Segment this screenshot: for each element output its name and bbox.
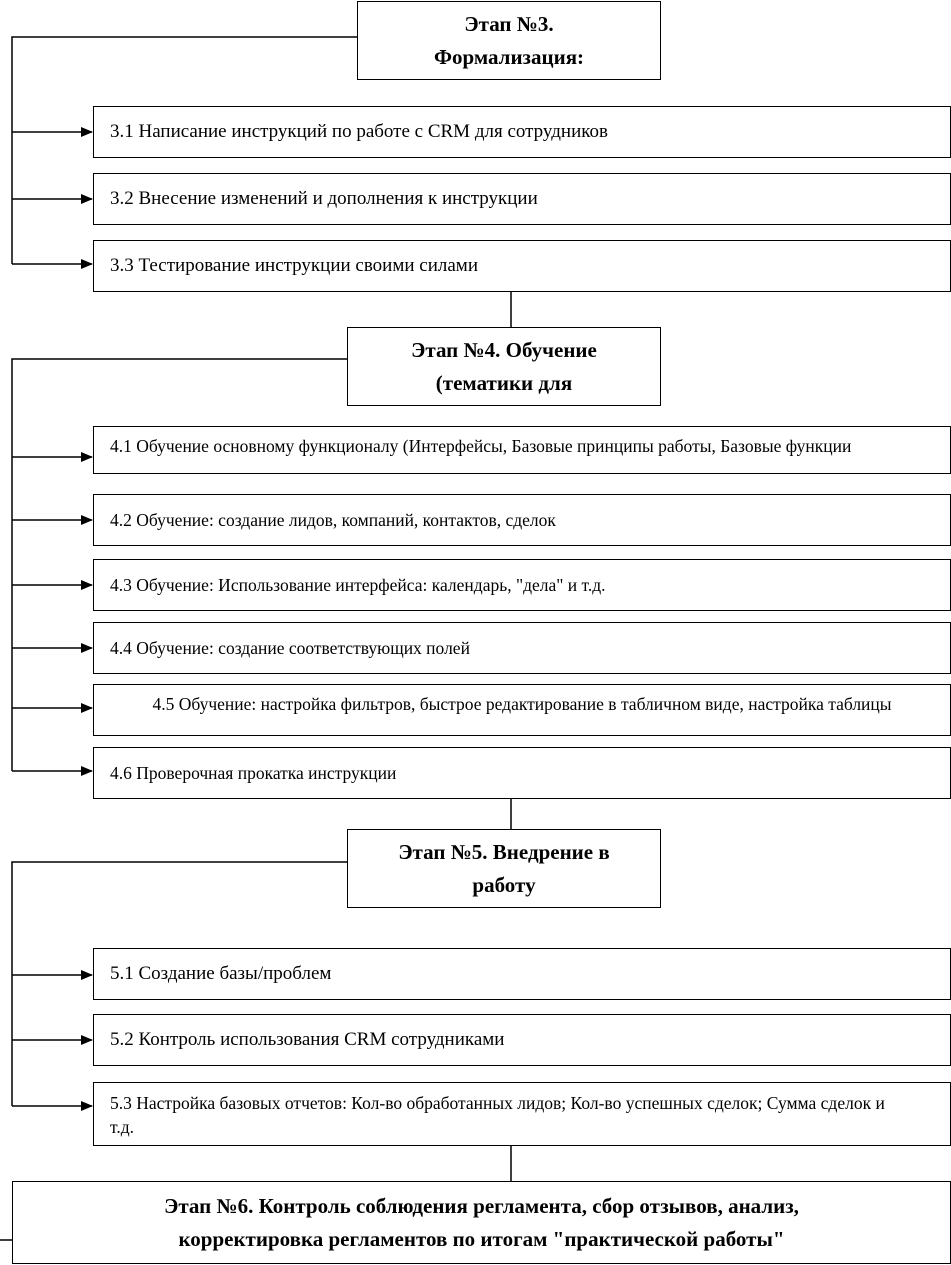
stage-5-box: Этап №5. Внедрение в работу	[347, 829, 661, 908]
step-5-1-label: 5.1 Создание базы/проблем	[110, 963, 332, 984]
step-4-3-label: 4.3 Обучение: Использование интерфейса: …	[110, 574, 606, 595]
stage-3-title-line-2: Формализация:	[433, 44, 585, 69]
step-4-1-label: 4.1 Обучение основному функционалу (Инте…	[110, 436, 852, 456]
stage-3-title-line-1: Этап №3.	[464, 11, 554, 36]
step-5-2-box: 5.2 Контроль использования CRM сотрудник…	[93, 1014, 951, 1066]
step-3-1-label: 3.1 Написание инструкций по работе с CRM…	[110, 121, 608, 142]
step-5-3-box: 5.3 Настройка базовых отчетов: Кол-во об…	[93, 1082, 951, 1146]
step-3-3-box: 3.3 Тестирование инструкции своими силам…	[93, 240, 951, 292]
stage-3-box: Этап №3. Формализация:	[357, 1, 661, 80]
step-4-4-label: 4.4 Обучение: создание соответствующих п…	[110, 637, 470, 658]
step-5-1-box: 5.1 Создание базы/проблем	[93, 948, 951, 1000]
step-3-2-label: 3.2 Внесение изменений и дополнения к ин…	[110, 188, 538, 209]
stage-4-title-line-1: Этап №4. Обучение	[411, 337, 597, 362]
stage-6-title-line-1: Этап №6. Контроль соблюдения регламента,…	[164, 1193, 799, 1218]
step-4-5-label: 4.5 Обучение: настройка фильтров, быстро…	[152, 694, 892, 714]
step-4-4-box: 4.4 Обучение: создание соответствующих п…	[93, 622, 951, 674]
stage-5-title-line-2: работу	[472, 872, 536, 897]
step-3-1-box: 3.1 Написание инструкций по работе с CRM…	[93, 106, 951, 158]
step-4-5-box: 4.5 Обучение: настройка фильтров, быстро…	[93, 684, 951, 736]
stage-5-title-line-1: Этап №5. Внедрение в	[398, 839, 610, 864]
stage-6-title-line-2: корректировка регламентов по итогам "пра…	[178, 1226, 785, 1251]
step-3-2-box: 3.2 Внесение изменений и дополнения к ин…	[93, 173, 951, 225]
step-3-3-label: 3.3 Тестирование инструкции своими силам…	[110, 255, 478, 276]
step-4-6-label: 4.6 Проверочная прокатка инструкции	[110, 762, 397, 783]
stage-6-box: Этап №6. Контроль соблюдения регламента,…	[12, 1181, 951, 1264]
step-5-3-label: 5.3 Настройка базовых отчетов: Кол-во об…	[110, 1093, 885, 1137]
stage-4-title-line-2: (тематики для	[435, 370, 573, 395]
stage-4-box: Этап №4. Обучение (тематики для	[347, 327, 661, 406]
step-4-3-box: 4.3 Обучение: Использование интерфейса: …	[93, 559, 951, 611]
step-4-2-box: 4.2 Обучение: создание лидов, компаний, …	[93, 494, 951, 546]
step-4-6-box: 4.6 Проверочная прокатка инструкции	[93, 747, 951, 799]
step-5-2-label: 5.2 Контроль использования CRM сотрудник…	[110, 1029, 505, 1050]
step-4-1-box: 4.1 Обучение основному функционалу (Инте…	[93, 426, 951, 474]
step-4-2-label: 4.2 Обучение: создание лидов, компаний, …	[110, 509, 556, 530]
